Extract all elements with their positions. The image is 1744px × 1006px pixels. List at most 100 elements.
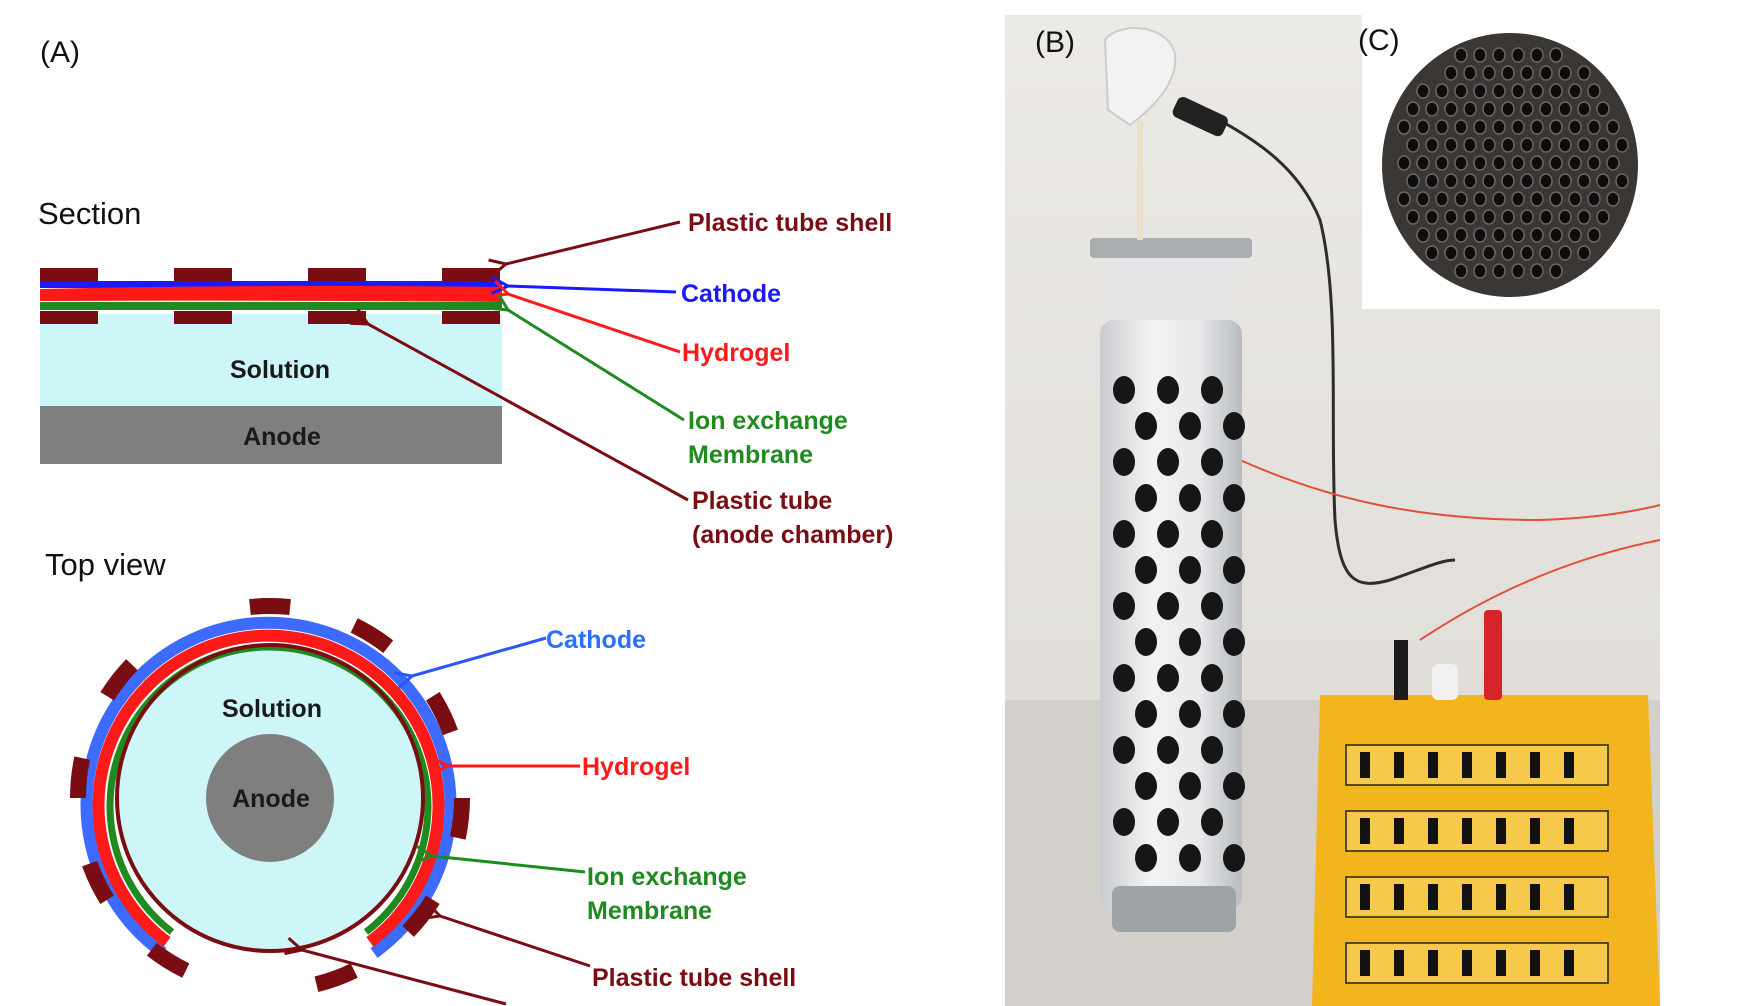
disc-hole	[1416, 119, 1430, 135]
arrow-section-membrane	[508, 310, 685, 422]
disc-hole	[1577, 245, 1591, 261]
tube-hole	[1179, 844, 1201, 872]
red-clip	[1484, 610, 1502, 700]
disc-hole	[1435, 83, 1449, 99]
switch-toggle	[1530, 818, 1540, 844]
disc-hole	[1577, 209, 1591, 225]
disc-hole	[1587, 227, 1601, 243]
disc-hole	[1568, 191, 1582, 207]
topview-membrane-ring	[106, 643, 432, 935]
section-hydrogel-layer	[40, 285, 502, 302]
tube-hole	[1223, 772, 1245, 800]
shell-segment	[350, 618, 394, 654]
disc-hole	[1615, 137, 1629, 153]
tube-hole	[1179, 412, 1201, 440]
disc-hole	[1492, 227, 1506, 243]
disc-hole	[1397, 191, 1411, 207]
tube-hole	[1223, 556, 1245, 584]
disc-hole	[1577, 65, 1591, 81]
disc-hole	[1596, 173, 1610, 189]
switch-toggle	[1564, 752, 1574, 778]
shell-segment	[308, 311, 366, 324]
disc-hole	[1596, 101, 1610, 117]
tube-connector	[1103, 27, 1177, 127]
disc-hole	[1587, 155, 1601, 171]
topview-anode-label: Anode	[232, 785, 310, 813]
tube-holes	[1113, 376, 1245, 872]
switch-toggle	[1360, 818, 1370, 844]
topview-anode-disc	[206, 734, 334, 862]
tube-upper-body	[1105, 258, 1235, 324]
disc-hole	[1568, 119, 1582, 135]
shell-segment	[442, 268, 500, 281]
disc-hole	[1549, 227, 1563, 243]
shell-segment	[442, 311, 500, 324]
disc-hole	[1501, 137, 1515, 153]
shell-segment	[249, 598, 291, 616]
callout-topview-membrane-1: Ion exchange	[587, 863, 747, 891]
disc-hole	[1520, 137, 1534, 153]
disc-hole	[1473, 227, 1487, 243]
disc-hole	[1606, 155, 1620, 171]
disc-hole	[1587, 83, 1601, 99]
shell-segment	[314, 963, 358, 993]
disc-hole	[1482, 65, 1496, 81]
arrow-topview-tube	[302, 950, 507, 1006]
switch-toggle	[1394, 818, 1404, 844]
section-shell-top	[40, 268, 500, 281]
tube-hole	[1113, 736, 1135, 764]
tube-hole	[1113, 376, 1135, 404]
disc-hole	[1558, 65, 1572, 81]
switch-toggle	[1394, 950, 1404, 976]
disc-hole	[1444, 173, 1458, 189]
topview-solution-label: Solution	[222, 695, 322, 723]
disc-hole	[1501, 173, 1515, 189]
disc-hole	[1463, 209, 1477, 225]
top-view-heading: Top view	[45, 547, 166, 582]
shell-segment	[426, 692, 458, 736]
disc-hole	[1454, 155, 1468, 171]
disc-hole	[1539, 65, 1553, 81]
switch-toggle	[1530, 884, 1540, 910]
disc-hole	[1530, 47, 1544, 63]
disc-hole	[1444, 101, 1458, 117]
tube-hole	[1201, 448, 1223, 476]
section-solution-label: Solution	[230, 356, 330, 384]
section-cathode-layer	[40, 281, 502, 288]
topview-tube-wall	[115, 643, 425, 953]
tube-hole	[1157, 736, 1179, 764]
callout-section-membrane-1: Ion exchange	[688, 407, 848, 435]
callout-topview-membrane-2: Membrane	[587, 897, 712, 925]
shell-segment	[82, 860, 114, 904]
disc-hole	[1444, 245, 1458, 261]
disc-hole	[1511, 155, 1525, 171]
disc-hole	[1416, 83, 1430, 99]
topview-shell-segments	[70, 598, 470, 993]
disc-hole	[1463, 137, 1477, 153]
switch-toggle	[1428, 950, 1438, 976]
callout-topview-hydrogel: Hydrogel	[582, 753, 690, 781]
tube-top-cap	[1090, 238, 1252, 258]
tube-hole	[1157, 448, 1179, 476]
white-terminal	[1432, 664, 1458, 700]
box-switches	[1345, 744, 1609, 984]
disc-hole	[1558, 137, 1572, 153]
shell-segment	[449, 798, 470, 840]
disc-hole	[1511, 263, 1525, 279]
disc-hole	[1435, 191, 1449, 207]
switch-toggle	[1394, 884, 1404, 910]
arrow-section-tube	[368, 324, 689, 502]
callout-section-membrane-2: Membrane	[688, 441, 813, 469]
shell-segment	[40, 268, 98, 281]
disc-hole	[1511, 191, 1525, 207]
switch-toggle	[1496, 950, 1506, 976]
disc-hole	[1444, 209, 1458, 225]
disc-hole	[1444, 137, 1458, 153]
red-wire	[1239, 459, 1661, 522]
disc-hole	[1435, 227, 1449, 243]
disc-holes	[1397, 47, 1629, 279]
photo-honeycomb-disc: (C)	[1358, 15, 1660, 309]
disc-hole	[1549, 83, 1563, 99]
disc-hole	[1397, 155, 1411, 171]
disc-hole	[1511, 227, 1525, 243]
